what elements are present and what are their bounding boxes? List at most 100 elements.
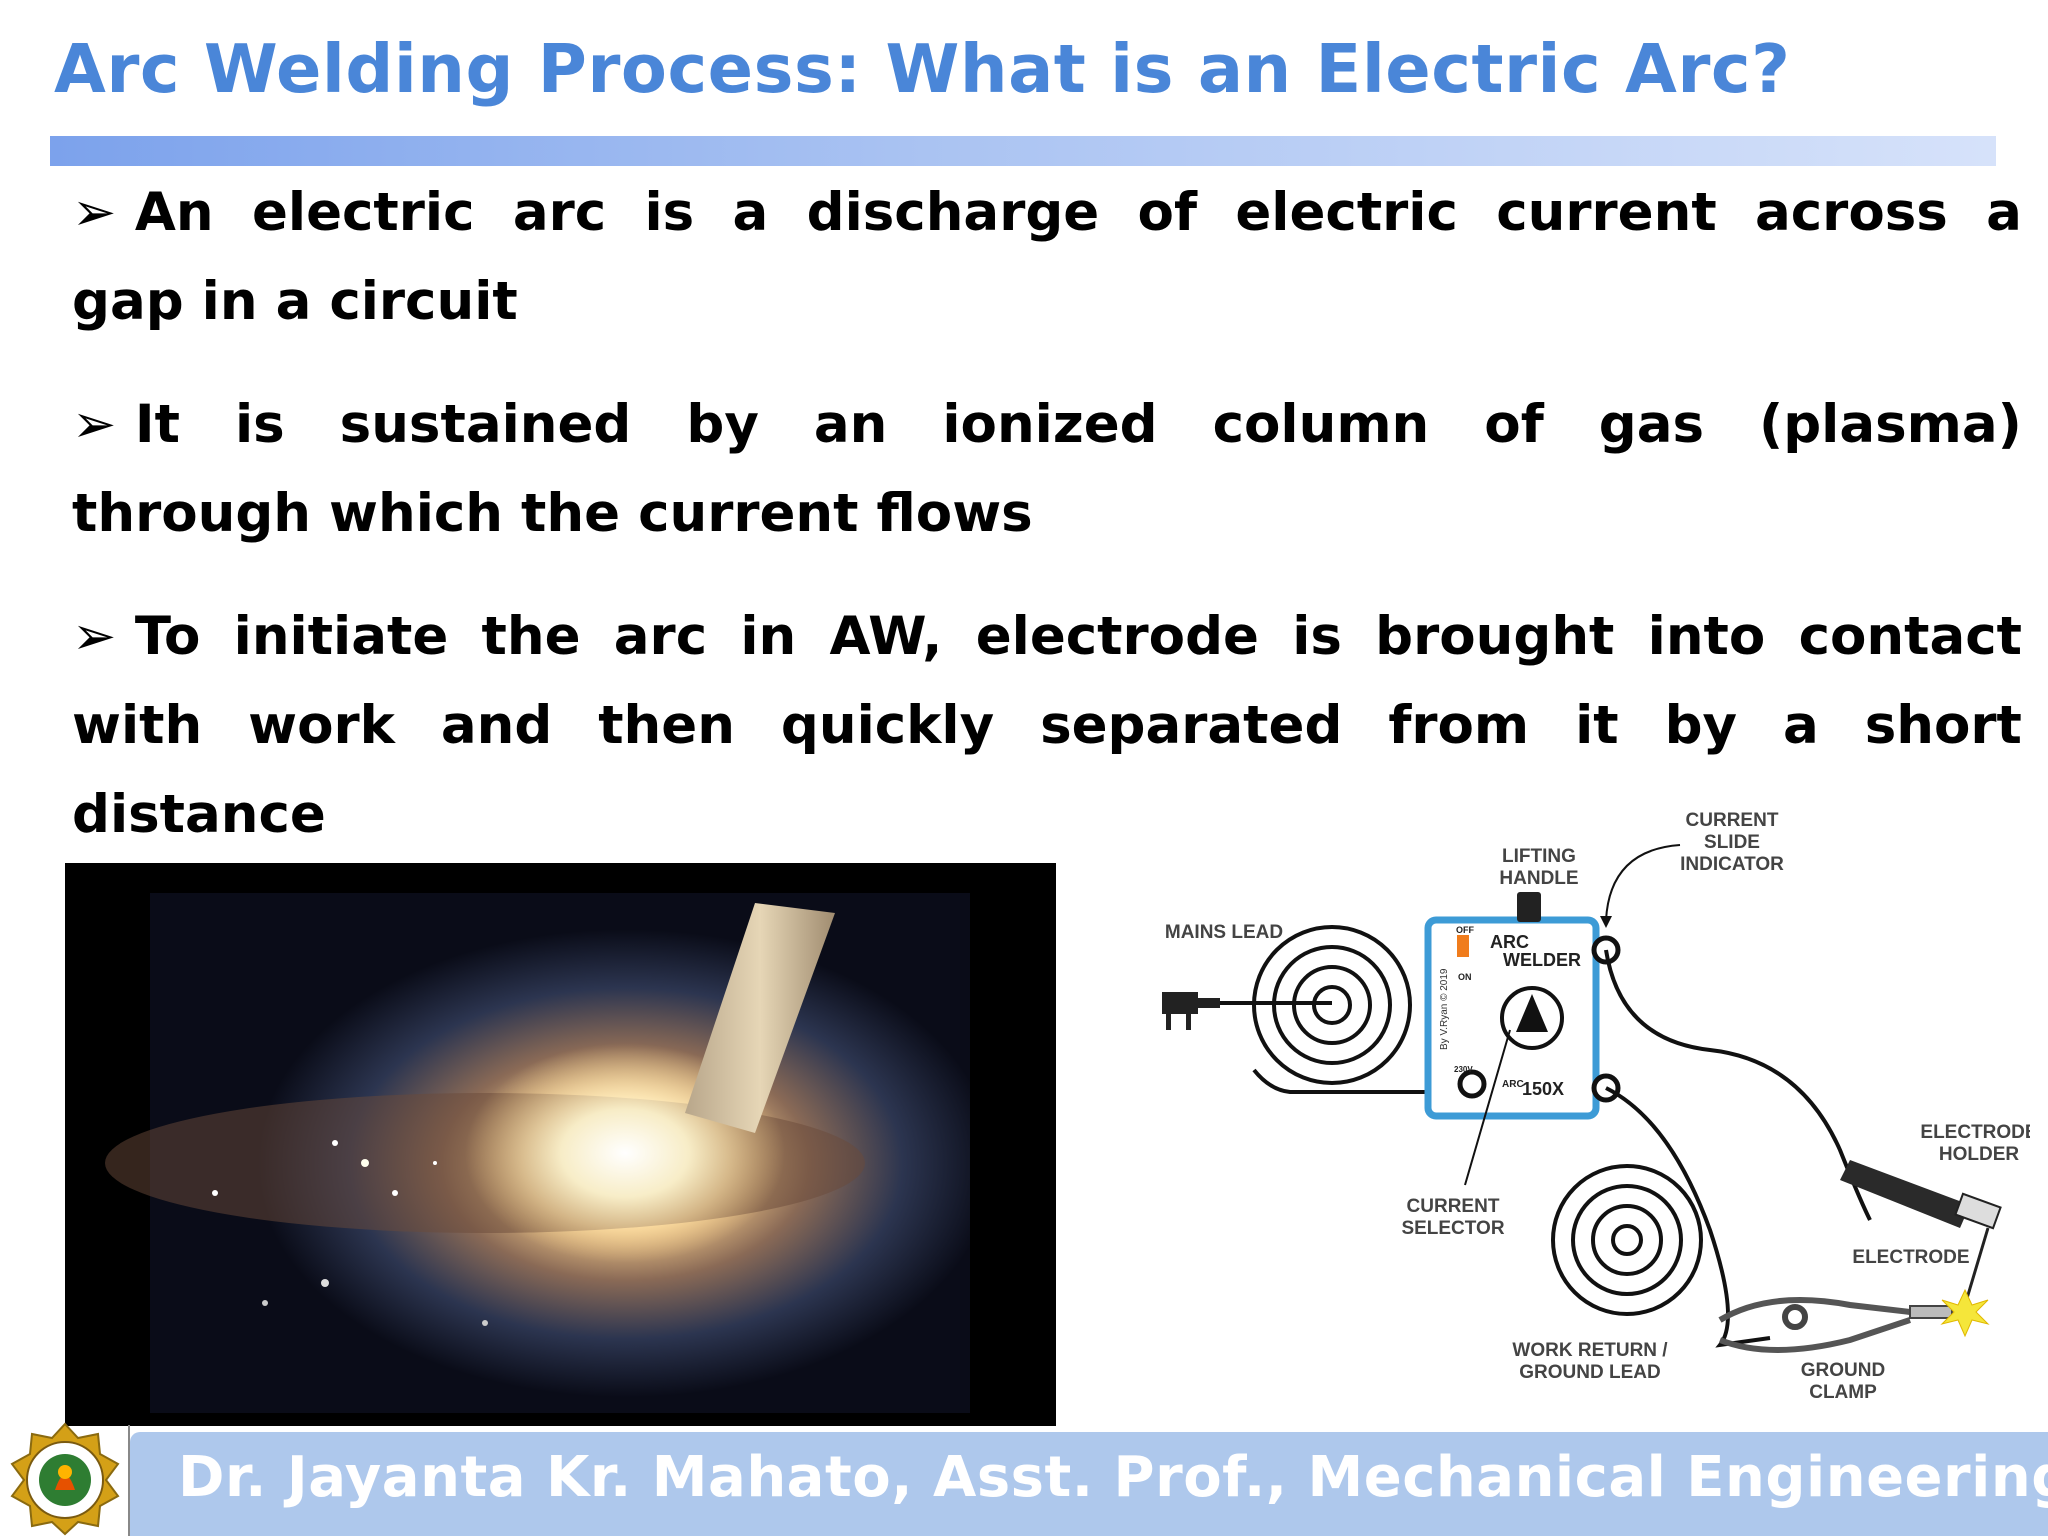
label-current-slide-indicator: CURRENT: [1686, 810, 1779, 831]
ground-clamp-icon: [1718, 1297, 1911, 1353]
bullet-word: then: [598, 695, 735, 756]
bullet-word: ionized: [942, 394, 1158, 455]
bullet-word: is: [234, 394, 285, 455]
bullet-word: a: [1783, 695, 1819, 756]
bullet-word: arc: [613, 606, 708, 667]
bullet-line: distance: [72, 770, 2022, 859]
bullet-word: An: [134, 182, 214, 243]
arc-spark-icon: [1940, 1288, 1990, 1338]
bullet-word: work: [248, 695, 395, 756]
label-electrode: ELECTRODE: [1852, 1247, 1969, 1268]
bullet-word: AW,: [829, 606, 943, 667]
bullet-word: the: [481, 606, 581, 667]
electrode-holder-icon: [1840, 1160, 2002, 1306]
bullet-word: (plasma): [1759, 394, 2022, 455]
svg-text:INDICATOR: INDICATOR: [1680, 854, 1784, 875]
bullet-word: the: [521, 483, 621, 544]
bullet-word: distance: [72, 784, 326, 845]
bullet-word: circuit: [329, 271, 518, 332]
svg-text:WELDER: WELDER: [1503, 950, 1581, 970]
mains-terminal: [1457, 1069, 1487, 1099]
workpiece: [1909, 1305, 1953, 1319]
bullet-word: a: [732, 182, 769, 243]
bullet-word: an: [813, 394, 888, 455]
bullet-word: it: [1575, 695, 1619, 756]
bullet-word: current: [638, 483, 859, 544]
bullet-word: electrode: [975, 606, 1259, 667]
slide-title: Arc Welding Process: What is an Electric…: [54, 30, 1791, 108]
bullet-word: of: [1484, 394, 1544, 455]
bullet-word: across: [1755, 182, 1948, 243]
bullet-word: by: [686, 394, 759, 455]
welding-arc-photo: [65, 863, 1056, 1426]
bullet-word: current: [1496, 182, 1717, 243]
footer-divider: [128, 1425, 130, 1536]
label-lifting-handle: LIFTING: [1502, 846, 1576, 867]
bullet-word: a: [1986, 182, 2022, 243]
bullet-word: electric: [251, 182, 475, 243]
switch-on-label: ON: [1458, 972, 1472, 982]
bullet-word: and: [440, 695, 553, 756]
bullet-word: arc: [512, 182, 607, 243]
welder-name: ARC: [1490, 932, 1529, 952]
voltage-label: 230V: [1454, 1065, 1473, 1074]
bullet-word: into: [1647, 606, 1766, 667]
bullet-word: from: [1388, 695, 1530, 756]
bullet-word: To: [134, 606, 201, 667]
bullet-word: in: [740, 606, 797, 667]
bullet-word: short: [1864, 695, 2022, 756]
svg-text:SELECTOR: SELECTOR: [1401, 1218, 1504, 1239]
bullet-word: through: [72, 483, 312, 544]
bullet-word: sustained: [339, 394, 632, 455]
switch-off-label: OFF: [1456, 925, 1474, 935]
footer-bar: [130, 1432, 2048, 1536]
welder-model-prefix: ARC: [1502, 1079, 1524, 1090]
mains-lead-coil: [1220, 925, 1460, 1094]
svg-text:GROUND LEAD: GROUND LEAD: [1519, 1362, 1660, 1383]
title-underline-bar: [50, 136, 1996, 166]
bullet-word: initiate: [233, 606, 449, 667]
bullet-word: is: [644, 182, 695, 243]
diagram-credit: By V.Ryan © 2019: [1439, 968, 1450, 1050]
bullet-word: by: [1664, 695, 1738, 756]
bullet-word: brought: [1375, 606, 1615, 667]
arrow-bullet-icon: ➢: [72, 394, 117, 455]
footer-author: Dr. Jayanta Kr. Mahato, Asst. Prof., Mec…: [178, 1445, 2048, 1510]
university-logo: [0, 1420, 130, 1536]
label-ground-clamp: GROUND: [1801, 1360, 1885, 1381]
label-work-return: WORK RETURN /: [1512, 1340, 1668, 1361]
welder-model: 150X: [1522, 1079, 1564, 1099]
svg-text:SLIDE: SLIDE: [1704, 832, 1760, 853]
power-switch: [1457, 935, 1469, 957]
bullet-word: which: [329, 483, 504, 544]
bullet-word: electric: [1235, 182, 1458, 243]
arrow-bullet-icon: ➢: [72, 606, 117, 667]
bullet-word: contact: [1798, 606, 2022, 667]
svg-text:HOLDER: HOLDER: [1939, 1144, 2020, 1165]
bullet-word: a: [275, 271, 312, 332]
svg-text:CLAMP: CLAMP: [1809, 1382, 1877, 1403]
label-current-selector: CURRENT: [1407, 1196, 1500, 1217]
bullet-word: quickly: [780, 695, 995, 756]
ground-lead-coil: [1551, 1086, 1771, 1348]
bullet-line: through which the current flows: [72, 469, 2022, 558]
bullet-word: flows: [876, 483, 1033, 544]
bullet-word: separated: [1040, 695, 1343, 756]
bullet-word: discharge: [806, 182, 1100, 243]
bullet-word: is: [1292, 606, 1342, 667]
lifting-handle: [1517, 892, 1541, 922]
bullet-word: gap: [72, 271, 184, 332]
bullet-word: in: [201, 271, 258, 332]
bullet-word: gas: [1598, 394, 1705, 455]
mains-plug-icon: [1162, 992, 1220, 1030]
arc-welder-diagram: MAINS LEAD LIFTING HANDLE CURRENT SLIDE …: [1150, 800, 2038, 1420]
bullet-word: of: [1137, 182, 1198, 243]
label-electrode-holder: ELECTRODE: [1920, 1122, 2030, 1143]
